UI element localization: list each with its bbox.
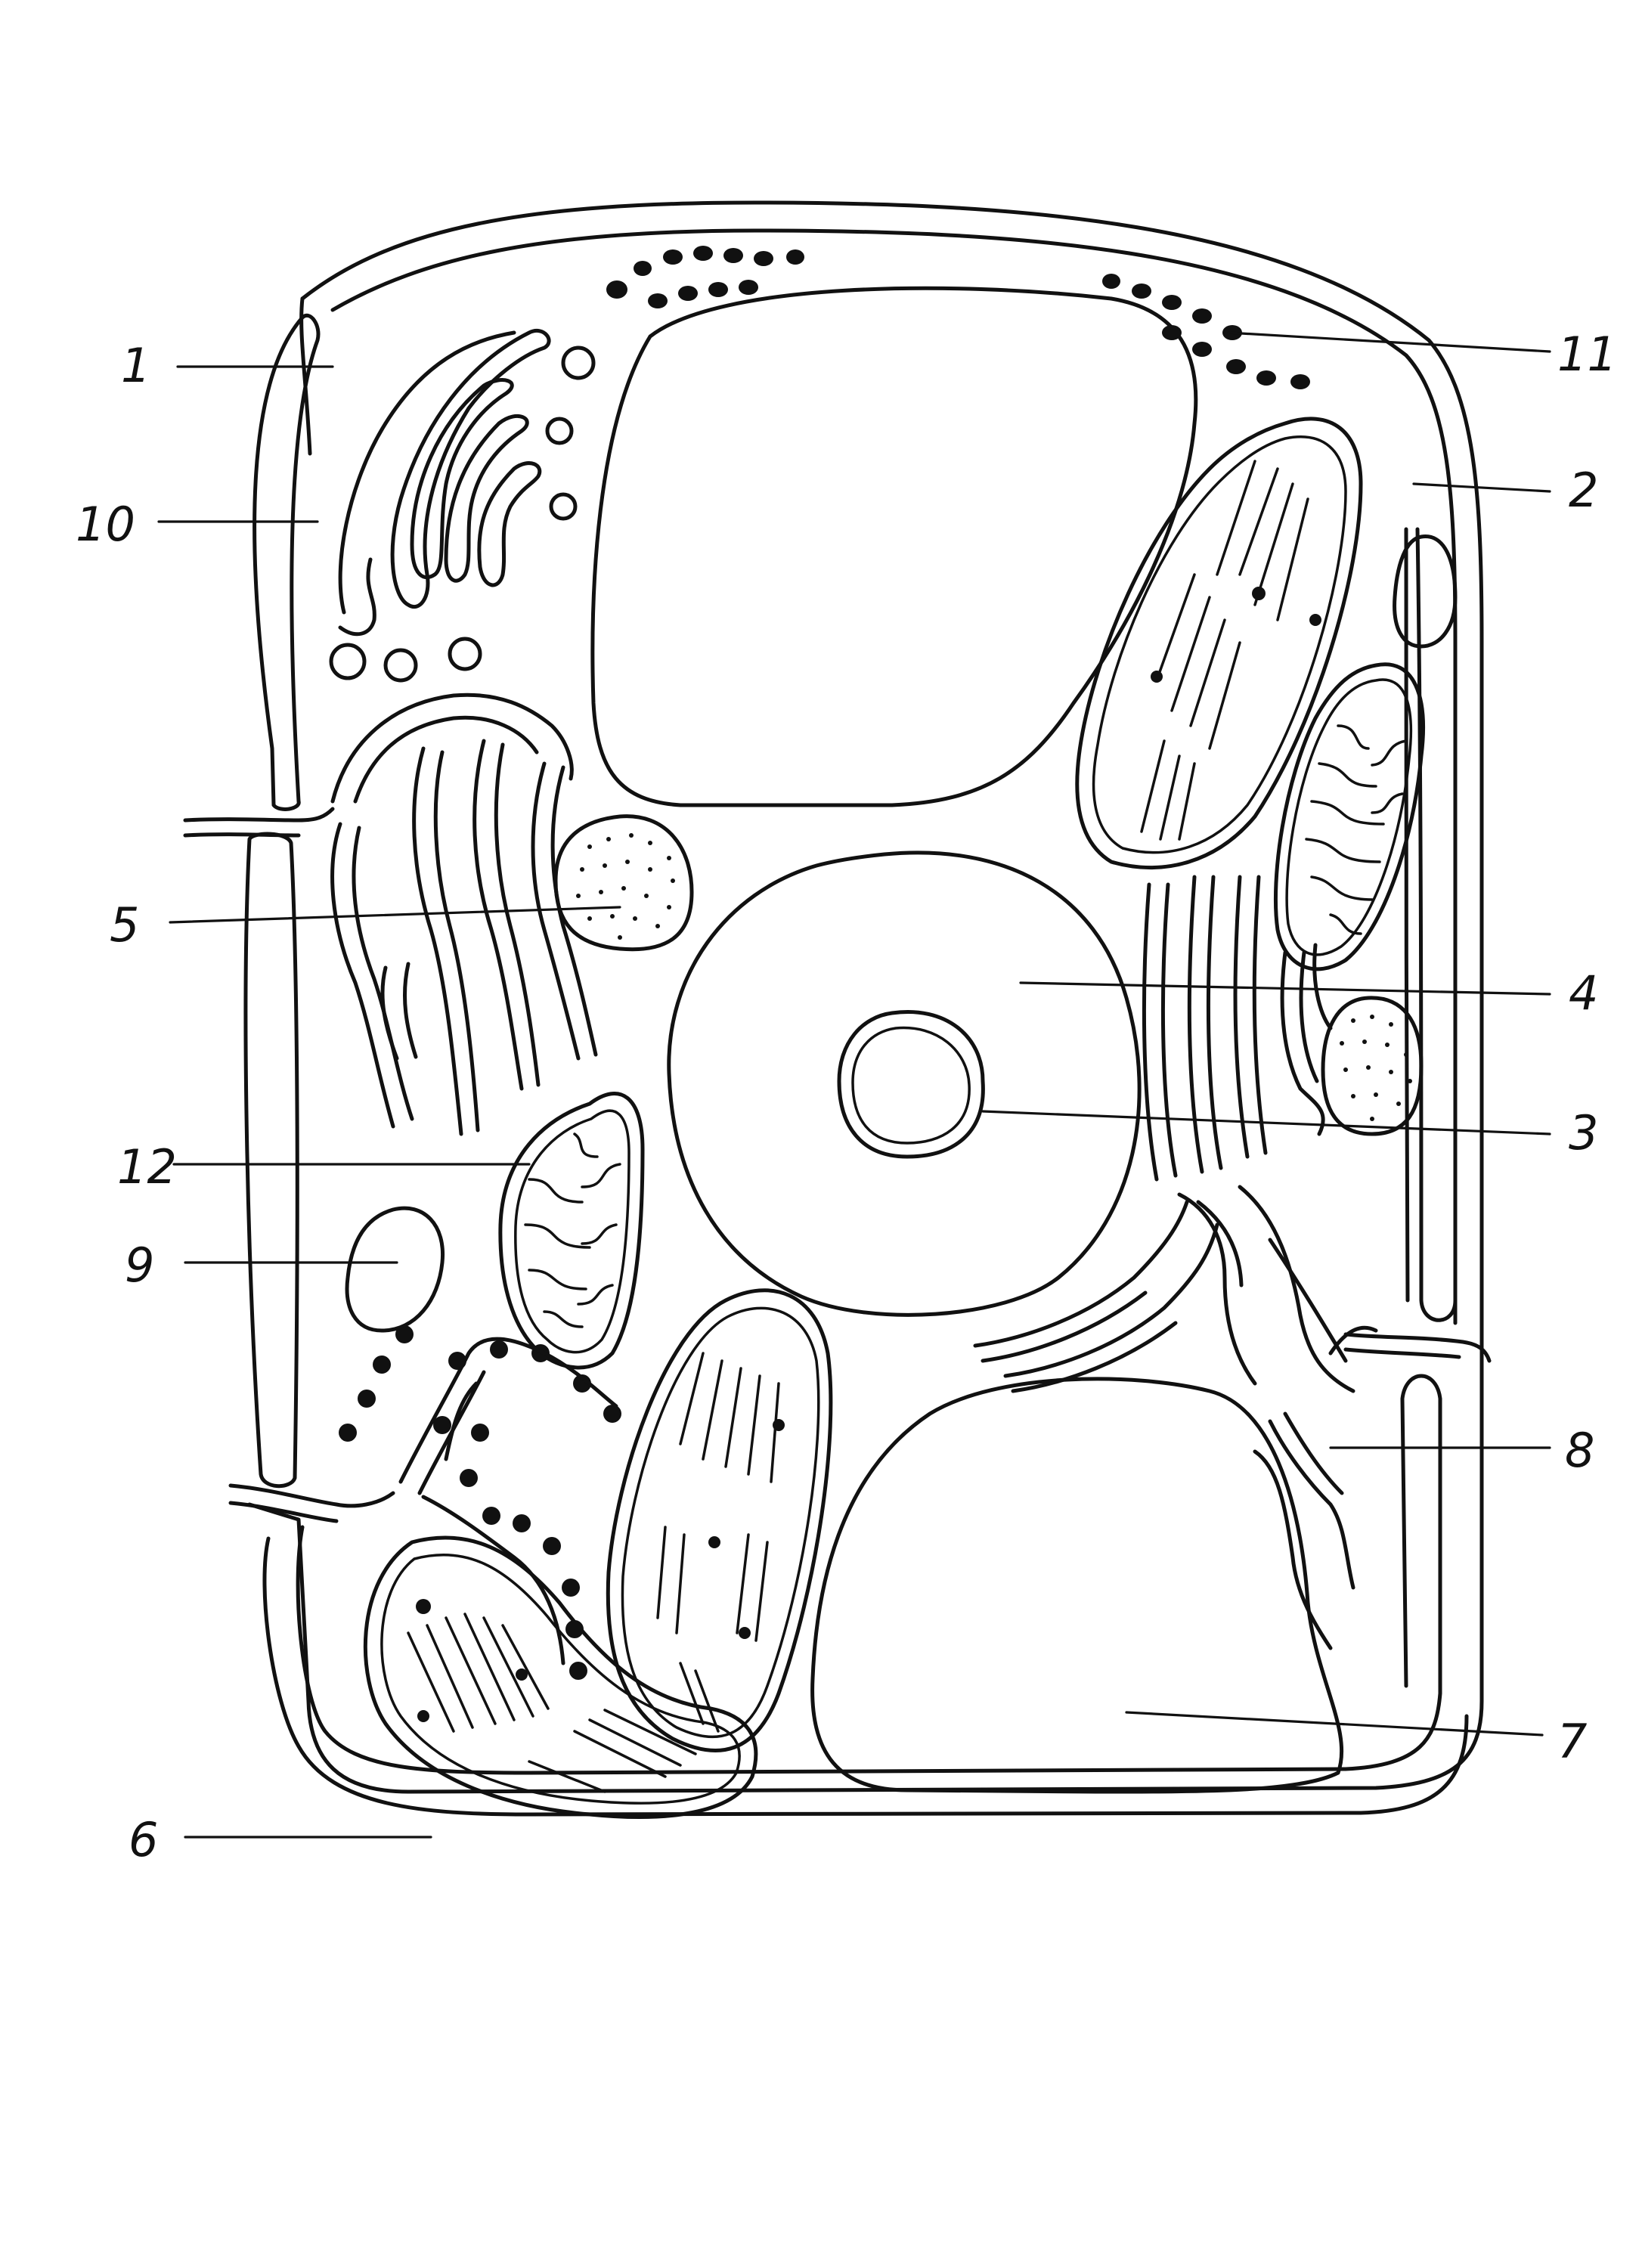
label-vacuole: 7: [1557, 1714, 1587, 1769]
nucleus: [667, 850, 1142, 1317]
label-small-vacuole: 9: [125, 1238, 154, 1293]
golgi-apparatus: [329, 329, 596, 683]
mitochondrion: [498, 1092, 645, 1370]
label-nucleus: 4: [1569, 965, 1598, 1021]
small-vacuole-right: [1393, 534, 1458, 649]
mitochondrion-right: [1273, 662, 1425, 971]
leader-lines: [157, 331, 1551, 1839]
label-chloroplast: 6: [129, 1812, 158, 1867]
ribosomes-top-left: [606, 246, 804, 308]
label-nucleolus: 3: [1569, 1105, 1598, 1160]
lower-vacuole: [810, 1377, 1344, 1794]
vesicle-granular-right: [1321, 996, 1424, 1136]
label-cytoplasm: 2: [1569, 463, 1598, 518]
vesicle-granular: [553, 814, 694, 952]
nucleolus: [837, 1010, 985, 1159]
plasmodesmata: [183, 807, 1492, 1523]
cell-wall: [243, 200, 1484, 1817]
label-group: 1 2 3 4 5 6 7 8 9 10 11 12: [76, 327, 1617, 1867]
rough-er-left: [330, 692, 621, 1680]
chloroplast-upper-right: [1075, 417, 1363, 869]
label-golgi-apparatus: 10: [76, 497, 135, 552]
small-vacuole: [345, 1206, 445, 1333]
chloroplast-lower-left: [363, 1535, 758, 1819]
ribosomes: [1102, 274, 1310, 389]
upper-vacuole: [590, 286, 1198, 807]
endoplasmic-reticulum: [973, 875, 1378, 1650]
label-mitochondrion: 12: [117, 1139, 177, 1194]
label-endoplasmic-reticulum: 8: [1565, 1423, 1594, 1478]
label-vesicle-granular: 5: [110, 897, 139, 953]
label-ribosomes: 11: [1557, 327, 1617, 382]
label-cell-wall: 1: [121, 338, 150, 393]
